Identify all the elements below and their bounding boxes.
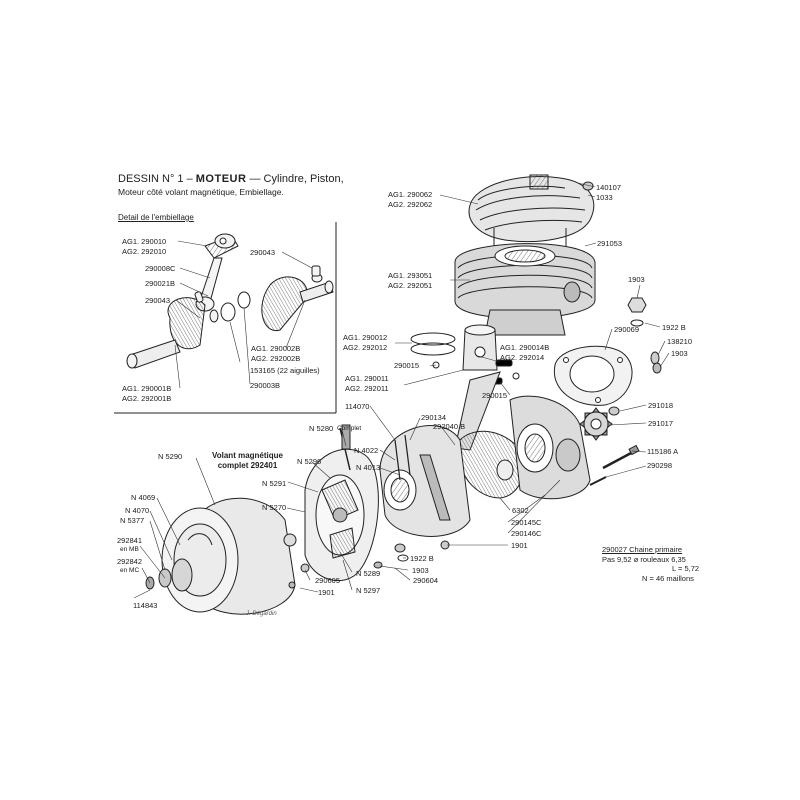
chain-note-line3: L = 5,72	[672, 564, 700, 573]
part-label: 138210	[667, 337, 693, 346]
cylinder-head	[468, 174, 595, 243]
part-label: 114070	[345, 402, 370, 411]
part-label: AG1. 290012	[343, 333, 388, 342]
part-label: 1033	[596, 193, 613, 202]
part-label: AG2. 292014	[500, 353, 545, 362]
part-label: 1922 B	[410, 554, 434, 563]
part-label: AG2. 292002B	[251, 354, 301, 363]
part-label: 1903	[412, 566, 429, 575]
chain-note-line4: N = 46 maillons	[642, 573, 694, 583]
part-label: AG2. 292051	[388, 281, 433, 290]
part-label: en MC	[120, 567, 140, 574]
part-label: N 5280	[309, 424, 334, 433]
part-label: N 5289	[356, 569, 381, 578]
part-label: 1901	[318, 588, 335, 597]
part-label: AG1. 293051	[388, 271, 433, 280]
part-label: 6302	[512, 506, 529, 515]
part-label: AG1. 290010	[122, 237, 167, 246]
title-subject: MOTEUR	[195, 173, 247, 185]
part-label: 1903	[628, 275, 645, 284]
inset-crankshaft	[126, 233, 334, 369]
part-label: 290021B	[145, 279, 176, 288]
part-label: 291017	[648, 419, 674, 428]
part-label: AG1. 290014B	[500, 343, 550, 352]
title-rest: — Cylindre, Piston,	[249, 173, 344, 185]
part-label: 1922 B	[662, 323, 686, 332]
part-label: N 5290	[158, 452, 183, 461]
part-label: 292842	[117, 557, 143, 566]
part-label: 290604	[413, 576, 439, 585]
part-label: 291053	[597, 239, 623, 248]
part-label: AG2. 292001B	[122, 394, 172, 403]
part-label: 290298	[647, 461, 673, 470]
hub-label-line1: Volant magnétique	[212, 451, 283, 460]
part-label: 290015	[394, 361, 420, 370]
cylinder-barrel	[454, 228, 596, 336]
part-label: 290069	[614, 325, 640, 334]
part-label: 290605	[315, 576, 341, 585]
flywheel-magneto-label: Volant magnétique complet 292401	[212, 451, 283, 470]
part-label: 1903	[671, 349, 688, 358]
part-label: N 4022	[354, 446, 379, 455]
part-label: en MB	[120, 546, 139, 553]
part-label: AG2. 292012	[343, 343, 388, 352]
drawing-title: DESSIN N° 1 – MOTEUR — Cylindre, Piston,	[118, 173, 344, 186]
part-label: 290003B	[250, 381, 281, 390]
leader-lines	[133, 182, 670, 599]
part-label: AG1. 290002B	[251, 344, 301, 353]
part-label: N 4069	[131, 493, 156, 502]
part-label: N 5270	[262, 503, 287, 512]
part-label: 290145C	[511, 518, 542, 527]
part-label: 290146C	[511, 529, 542, 538]
magneto-stator	[304, 424, 411, 582]
part-label: 290015	[482, 391, 508, 400]
crankcase-group	[379, 371, 591, 537]
part-label: 290008C	[145, 264, 176, 273]
part-label: 292040 B	[433, 422, 466, 431]
part-label: Complet	[337, 425, 362, 432]
hardware-bottom	[373, 540, 450, 569]
part-label: 290043	[145, 296, 171, 305]
part-label: AG1. 290011	[345, 374, 389, 383]
drawing-subtitle: Moteur côté volant magnétique, Embiellag…	[118, 187, 284, 197]
title-heading: DESSIN N° 1 –	[118, 173, 193, 185]
part-label: 153165 (22 aiguilles)	[250, 366, 320, 375]
part-label: 114843	[133, 601, 158, 610]
inset-frame	[114, 222, 337, 414]
part-label: AG2. 292062	[388, 200, 433, 209]
chain-note-line1: 290027 Chaine primaire	[602, 545, 683, 554]
part-label: 140107	[596, 183, 622, 192]
part-label: AG1. 290062	[388, 190, 433, 199]
part-label: 291018	[648, 401, 674, 410]
part-label: 290134	[421, 413, 447, 422]
artist-signature: J. Dégardin	[246, 611, 277, 617]
part-label: N 5297	[356, 586, 381, 595]
part-label: 292841	[117, 536, 143, 545]
hub-label-line2: complet 292401	[217, 460, 278, 470]
chain-note-line2: Pas 9,52 ø rouleaux 6,35	[602, 554, 686, 564]
primary-chain-note: 290027 Chaine primaire Pas 9,52 ø roulea…	[602, 545, 699, 583]
part-label: N 5377	[120, 516, 145, 525]
inset-heading: Detail de l'embiellage	[118, 213, 194, 222]
part-label: AG2. 292010	[122, 247, 167, 256]
part-label: N 4070	[125, 506, 150, 515]
gasket-sprocket	[553, 345, 633, 441]
part-label: 290043	[250, 248, 276, 257]
part-label: AG2. 292011	[345, 384, 389, 393]
part-label: N 4013	[356, 463, 381, 472]
part-label: 115186 A	[647, 447, 679, 456]
flywheel-bell	[145, 497, 310, 615]
part-label: N 5291	[262, 479, 287, 488]
hardware-right	[589, 297, 662, 486]
part-label: AG1. 290001B	[122, 384, 172, 393]
part-label: 1901	[511, 541, 528, 550]
part-label: N 5296	[297, 457, 322, 466]
